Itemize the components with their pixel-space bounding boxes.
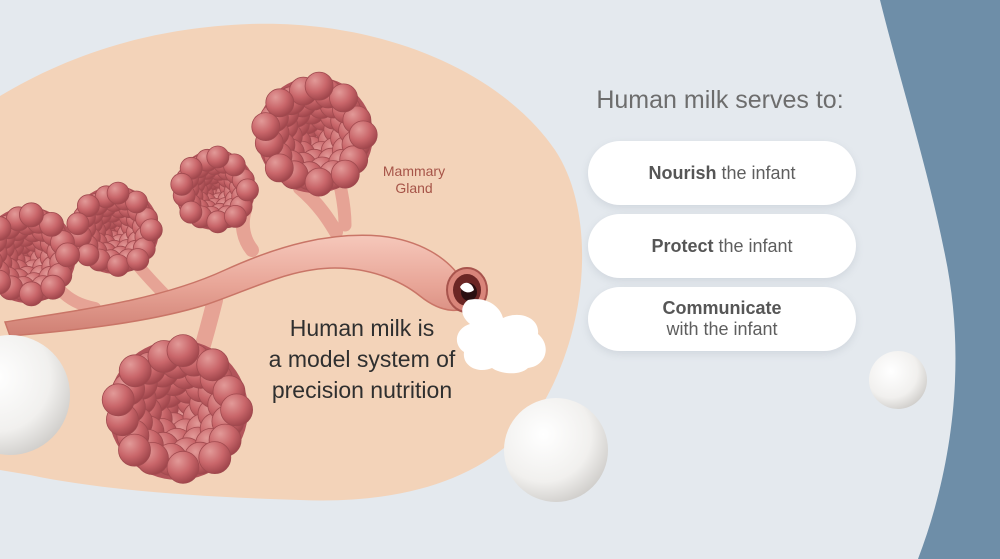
function-pill-communicate: Communicate with the infant — [588, 287, 856, 351]
function-detail: the infant — [721, 162, 796, 183]
statement-line: precision nutrition — [271, 377, 453, 403]
function-keyword: Nourish — [648, 162, 717, 183]
function-detail: the infant — [718, 235, 793, 256]
gland-label-line: Gland — [395, 180, 433, 196]
side-band — [880, 0, 1000, 559]
function-keyword: Communicate — [662, 298, 782, 318]
mammary-gland-label: Mammary Gland — [362, 163, 466, 197]
function-detail: with the infant — [666, 319, 778, 339]
statement-line: a model system of — [268, 346, 456, 372]
milk-sphere-right — [869, 351, 927, 409]
statement-line: Human milk is — [289, 315, 435, 341]
milk-sphere-left — [0, 335, 70, 455]
milk-drop — [456, 299, 546, 374]
functions-heading: Human milk serves to: — [596, 86, 844, 114]
milk-sphere-center — [504, 398, 608, 502]
function-keyword: Protect — [651, 235, 714, 256]
function-pill-protect: Protect the infant — [588, 214, 856, 278]
lobule-clusters — [0, 71, 378, 484]
gland-label-line: Mammary — [382, 163, 446, 179]
precision-nutrition-statement: Human milk is a model system of precisio… — [248, 313, 476, 406]
function-pill-nourish: Nourish the infant — [588, 141, 856, 205]
